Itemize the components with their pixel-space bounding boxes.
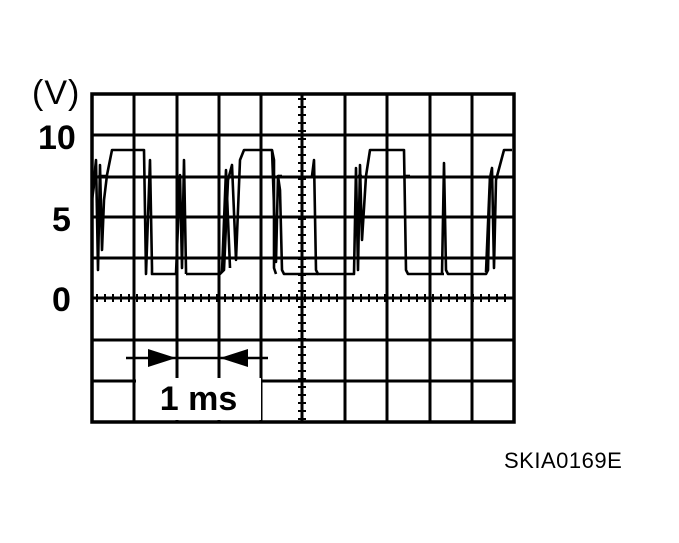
timebase-marker — [126, 340, 268, 378]
figure-code: SKIA0169E — [504, 448, 623, 473]
y-tick-label-5: 5 — [52, 201, 71, 239]
y-axis-unit-label: (V) — [32, 74, 81, 112]
y-tick-label-0: 0 — [52, 281, 71, 319]
arrow-left-icon — [220, 349, 248, 367]
waveform-trace — [90, 148, 512, 276]
y-tick-label-10: 10 — [38, 119, 76, 157]
timebase-label: 1 ms — [136, 378, 261, 420]
arrow-right-icon — [148, 349, 176, 367]
